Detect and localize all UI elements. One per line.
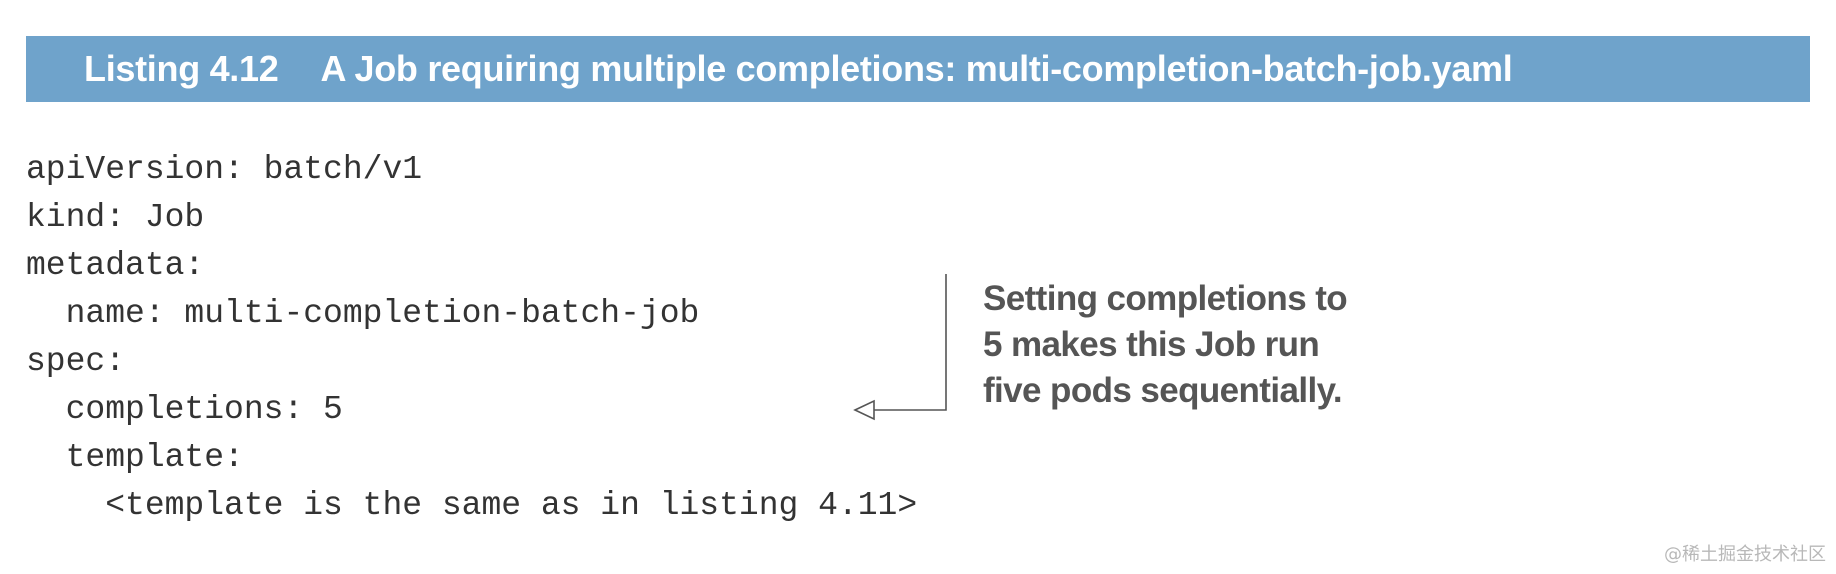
callout-annotation: Setting completions to 5 makes this Job … <box>983 276 1403 414</box>
listing-number: Listing 4.12 <box>84 48 279 89</box>
watermark: @稀土掘金技术社区 <box>1664 544 1826 565</box>
code-line: template: <box>26 439 244 476</box>
callout-arrowhead-icon <box>853 399 875 421</box>
code-line: spec: <box>26 343 126 380</box>
code-line: metadata: <box>26 247 205 284</box>
code-line: apiVersion: batch/v1 <box>26 151 423 188</box>
code-line: name: multi-completion-batch-job <box>26 295 700 332</box>
annotation-line: Setting completions to <box>983 279 1348 318</box>
listing-header: Listing 4.12 A Job requiring multiple co… <box>26 36 1810 102</box>
callout-connector-line <box>874 274 947 411</box>
code-line: completions: 5 <box>26 391 343 428</box>
code-line: <template is the same as in listing 4.11… <box>26 487 918 524</box>
annotation-line: five pods sequentially. <box>983 371 1343 410</box>
annotation-line: 5 makes this Job run <box>983 325 1320 364</box>
callout-arrow <box>853 274 947 421</box>
code-line: kind: Job <box>26 199 205 236</box>
listing-title: A Job requiring multiple completions: mu… <box>320 48 1513 89</box>
code-block: apiVersion: batch/v1 kind: Job metadata:… <box>26 146 917 530</box>
